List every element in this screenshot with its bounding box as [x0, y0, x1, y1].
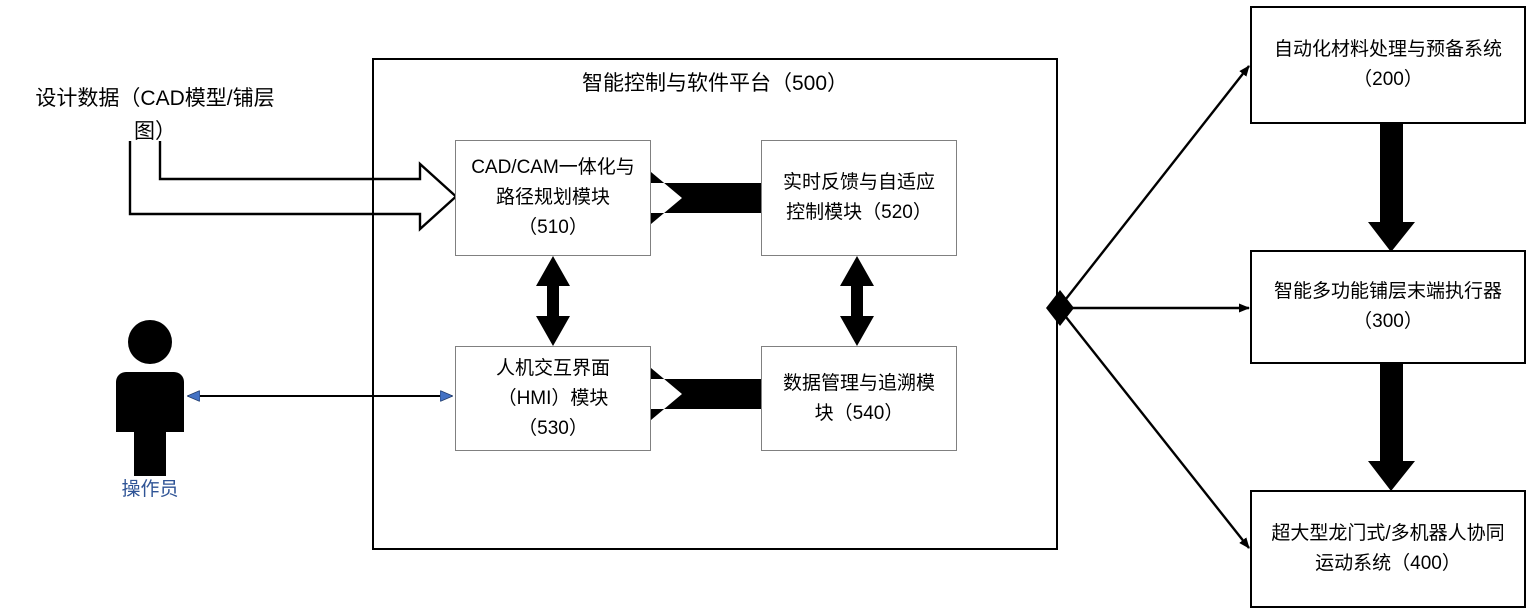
platform-title: 智能控制与软件平台（500） [581, 72, 849, 95]
operator-label: 操作员 [121, 479, 179, 500]
module-box-520[interactable]: 实时反馈与自适应 控制模块（520） [761, 140, 957, 256]
block-arrow-200-to-300 [1368, 123, 1415, 252]
module-box-530[interactable]: 人机交互界面 （HMI）模块 （530） [455, 346, 651, 451]
system-label-400: 超大型龙门式/多机器人协同 运动系统（400） [1271, 523, 1505, 574]
module-label-540: 数据管理与追溯模 块（540） [782, 372, 935, 424]
arrow-510-520 [651, 172, 792, 224]
arrow-510-530 [536, 256, 570, 346]
system-box-200[interactable]: 自动化材料处理与预备系统 （200） [1250, 6, 1526, 124]
system-box-300[interactable]: 智能多功能铺层末端执行器 （300） [1250, 250, 1526, 364]
module-box-510[interactable]: CAD/CAM一体化与 路径规划模块 （510） [455, 140, 651, 256]
module-label-510: CAD/CAM一体化与 路径规划模块 （510） [471, 157, 635, 238]
system-label-300: 智能多功能铺层末端执行器 （300） [1273, 281, 1502, 332]
arrow-530-540 [651, 368, 792, 420]
module-label-520: 实时反馈与自适应 控制模块（520） [782, 172, 935, 223]
arrow-520-540 [840, 256, 874, 346]
block-arrow-300-to-400 [1368, 363, 1415, 491]
system-label-200: 自动化材料处理与预备系统 （200） [1273, 39, 1502, 90]
module-box-540[interactable]: 数据管理与追溯模 块（540） [761, 346, 957, 451]
system-box-400[interactable]: 超大型龙门式/多机器人协同 运动系统（400） [1250, 490, 1526, 608]
module-label-530: 人机交互界面 （HMI）模块 （530） [495, 357, 610, 439]
arrow-platform-to-200 [1061, 65, 1250, 305]
operator-person-icon [116, 320, 184, 476]
platform-container-500 [372, 58, 1058, 550]
design-data-label: 设计数据（CAD模型/铺层 图） [35, 87, 275, 143]
arrow-platform-to-400 [1061, 311, 1250, 549]
